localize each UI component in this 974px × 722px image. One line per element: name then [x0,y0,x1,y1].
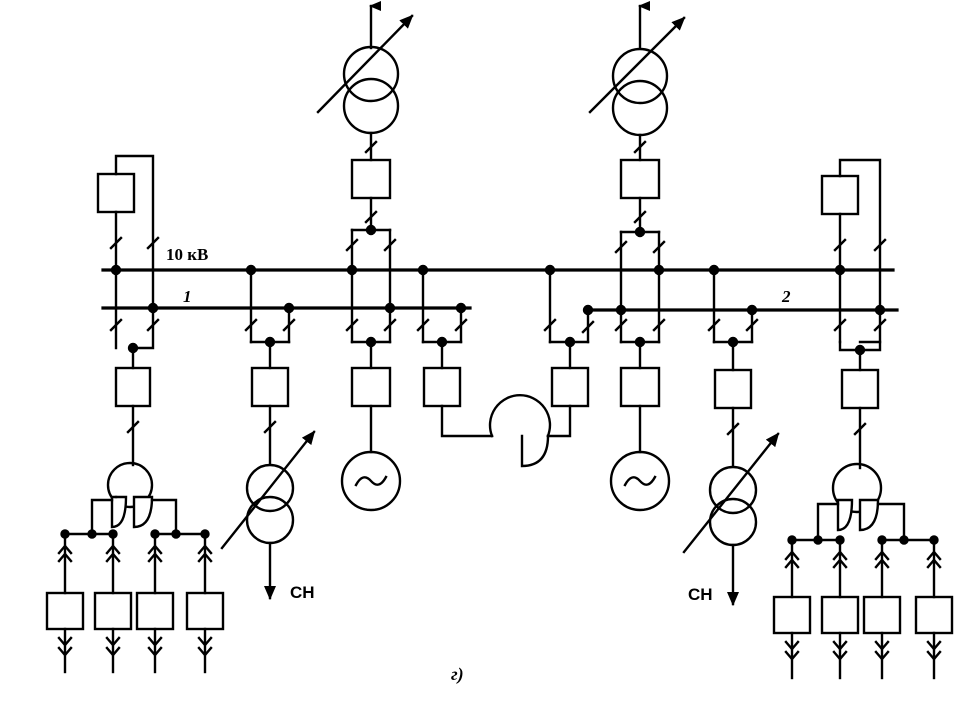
switchgear-box [619,366,661,408]
reactor-icon [831,462,883,514]
disconnector-icon [833,318,847,332]
adjustable-arrow-icon [588,16,686,114]
disconnector-icon [263,420,277,434]
outgoing-cell [135,532,175,674]
aux-transformer-left [220,264,316,600]
transformer-icon [245,463,295,513]
feeder-right [772,158,954,680]
figure-caption: г) [451,664,464,685]
switchgear-box [350,158,392,200]
disconnector-icon [383,318,397,332]
disconnector-icon [109,318,123,332]
feeder-left [45,154,225,674]
aux-label-left: СН [290,583,315,602]
outgoing-cell [772,538,812,680]
disconnector-icon [581,320,595,334]
reactor-icon [106,461,154,509]
switchgear-box [422,366,462,408]
disconnector-icon [109,236,123,250]
adjustable-arrow-icon [220,430,316,550]
disconnector-icon [745,318,759,332]
disconnector-icon [454,318,468,332]
outgoing-cell [185,532,225,674]
outgoing-cell [93,532,133,674]
disconnector-icon [833,238,847,252]
disconnector-icon [126,420,140,434]
disconnector-icon [614,240,628,254]
generator-unit-right [588,0,686,512]
transformer-icon [708,465,758,515]
outgoing-cell [914,538,954,680]
disconnector-icon [614,318,628,332]
disconnector-icon [543,318,557,332]
sectional-reactor-link [416,264,595,468]
voltage-label: 10 кВ [166,245,208,264]
disconnector-icon [707,318,721,332]
disconnector-icon [652,240,666,254]
disconnector-icon [364,210,378,224]
transformer-icon [342,45,400,103]
switchgear-box [350,366,392,408]
switchgear-box [619,158,661,200]
disconnector-icon [345,318,359,332]
disconnector-icon [853,422,867,436]
section-2-label: 2 [781,287,791,306]
disconnector-icon [416,318,430,332]
outgoing-cell [862,538,902,680]
disconnector-icon [726,422,740,436]
generator-icon [609,450,671,512]
disconnector-icon [282,318,296,332]
disconnector-icon [146,318,160,332]
outgoing-cell [45,532,85,674]
disconnector-icon [146,236,160,250]
transformer-icon [611,47,669,105]
disconnector-icon [364,140,378,154]
switchgear-box [114,366,152,408]
adjustable-arrow-icon [316,14,414,114]
disconnector-icon [345,238,359,252]
switchgear-box [713,368,753,410]
switchgear-box [550,366,590,408]
switchgear-box [96,172,136,214]
disconnector-icon [383,238,397,252]
disconnector-icon [633,140,647,154]
switchgear-box [820,174,860,216]
reactor-icon [488,394,552,438]
disconnector-icon [873,238,887,252]
aux-label-right: СН [688,585,713,604]
section-1-label: 1 [183,287,192,306]
switchgear-box [250,366,290,408]
disconnector-icon [244,318,258,332]
switchgear-box [840,368,880,410]
adjustable-arrow-icon [682,432,780,554]
generator-unit-left [316,0,414,512]
generator-icon [340,450,402,512]
disconnector-icon [633,210,647,224]
aux-transformer-right [682,264,780,606]
disconnector-icon [652,318,666,332]
outgoing-cell [820,538,860,680]
disconnector-icon [873,318,887,332]
